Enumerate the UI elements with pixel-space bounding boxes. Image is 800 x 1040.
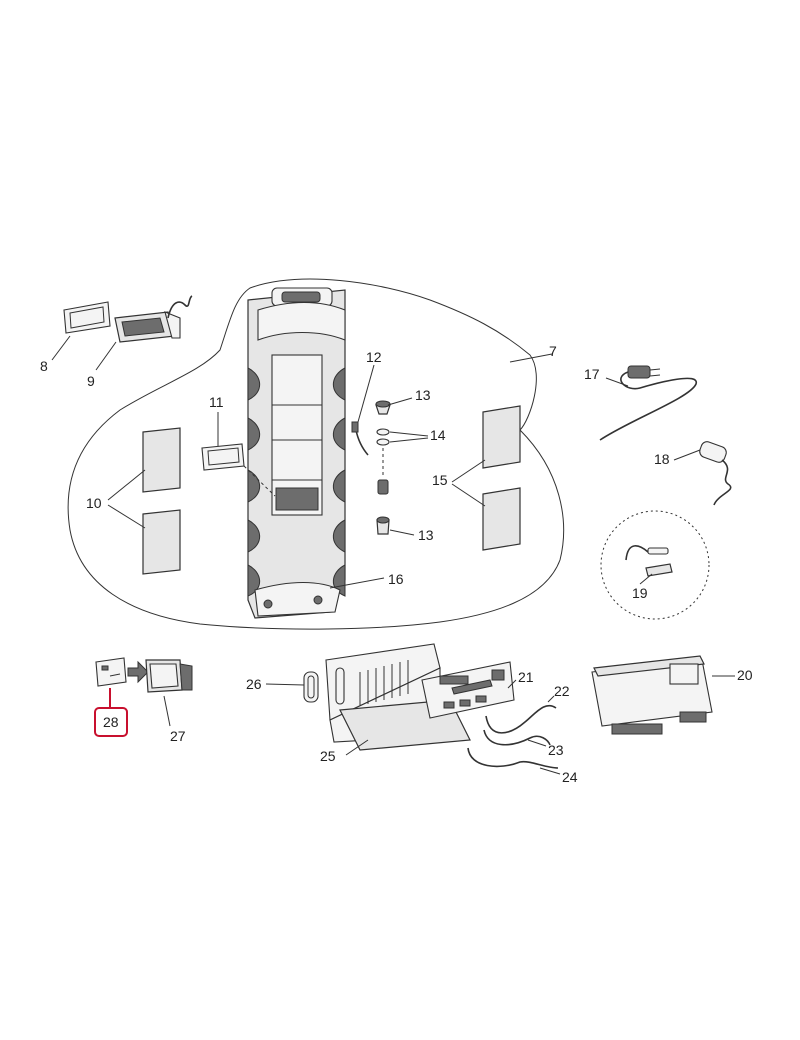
- label-18: 18: [654, 451, 670, 467]
- leader-9: [95, 341, 117, 371]
- vent-grid: [359, 660, 409, 706]
- part-22-wire: [485, 704, 557, 734]
- part-13-14-valves: [375, 400, 391, 535]
- part-26-gasket: [303, 671, 319, 703]
- label-20: 20: [737, 667, 753, 683]
- leader-18: [673, 449, 701, 461]
- label-21: 21: [518, 669, 534, 685]
- insert-arrow-icon: [127, 660, 149, 684]
- leader-25: [345, 739, 369, 756]
- part-17-cord: [599, 365, 697, 441]
- leader-19: [639, 573, 653, 585]
- leader-14b: [389, 437, 429, 443]
- label-24: 24: [562, 769, 578, 785]
- leader-24: [539, 767, 561, 775]
- leader-14a: [389, 431, 429, 437]
- label-14: 14: [430, 427, 446, 443]
- label-26: 26: [246, 676, 262, 692]
- leader-8: [51, 335, 71, 361]
- part-11-window: [201, 443, 276, 497]
- leader-21: [507, 679, 517, 689]
- label-15: 15: [432, 472, 448, 488]
- label-16: 16: [388, 571, 404, 587]
- label-28: 28: [103, 714, 119, 730]
- part-16-column: [247, 287, 346, 619]
- label-7: 7: [549, 343, 557, 359]
- leader-15b: [451, 483, 486, 507]
- leader-15a: [451, 459, 486, 483]
- leader-13a: [387, 397, 413, 406]
- label-11: 11: [209, 394, 224, 410]
- part-10-panels: [142, 427, 181, 575]
- leader-17: [605, 377, 629, 387]
- part-8-frame: [63, 301, 111, 334]
- label-27: 27: [170, 728, 186, 744]
- leader-10b: [107, 504, 146, 529]
- part-20-box: [591, 655, 713, 735]
- label-8: 8: [40, 358, 48, 374]
- leader-13b: [389, 529, 415, 536]
- part-27-holder: [145, 659, 193, 693]
- leader-23: [527, 739, 547, 747]
- label-19: 19: [632, 585, 648, 601]
- label-10: 10: [86, 495, 102, 511]
- label-13-top: 13: [415, 387, 431, 403]
- part-24-wire: [467, 747, 559, 769]
- leader-27: [163, 695, 171, 727]
- part-18-capacitor: [699, 441, 732, 506]
- part-23-wire: [483, 729, 551, 746]
- leader-10a: [107, 469, 146, 501]
- part-12-sensor: [351, 421, 369, 456]
- part-15-panels: [482, 405, 521, 551]
- label-23: 23: [548, 742, 564, 758]
- part-21-board: [421, 661, 515, 719]
- leader-26: [265, 683, 305, 686]
- label-25: 25: [320, 748, 336, 764]
- inset-circle-19: [600, 510, 710, 620]
- highlight-box-28: [94, 707, 128, 737]
- label-17: 17: [584, 366, 600, 382]
- part-28-card: [95, 657, 127, 687]
- part-9-module: [114, 295, 193, 343]
- label-12: 12: [366, 349, 382, 365]
- leader-16: [329, 577, 385, 589]
- label-22: 22: [554, 683, 570, 699]
- group-outline-7: [67, 278, 565, 630]
- leader-7: [509, 353, 553, 363]
- leader-12: [357, 364, 375, 423]
- label-13-bottom: 13: [418, 527, 434, 543]
- part-19-sensor: [625, 545, 673, 577]
- leader-22: [547, 695, 555, 703]
- label-9: 9: [87, 373, 95, 389]
